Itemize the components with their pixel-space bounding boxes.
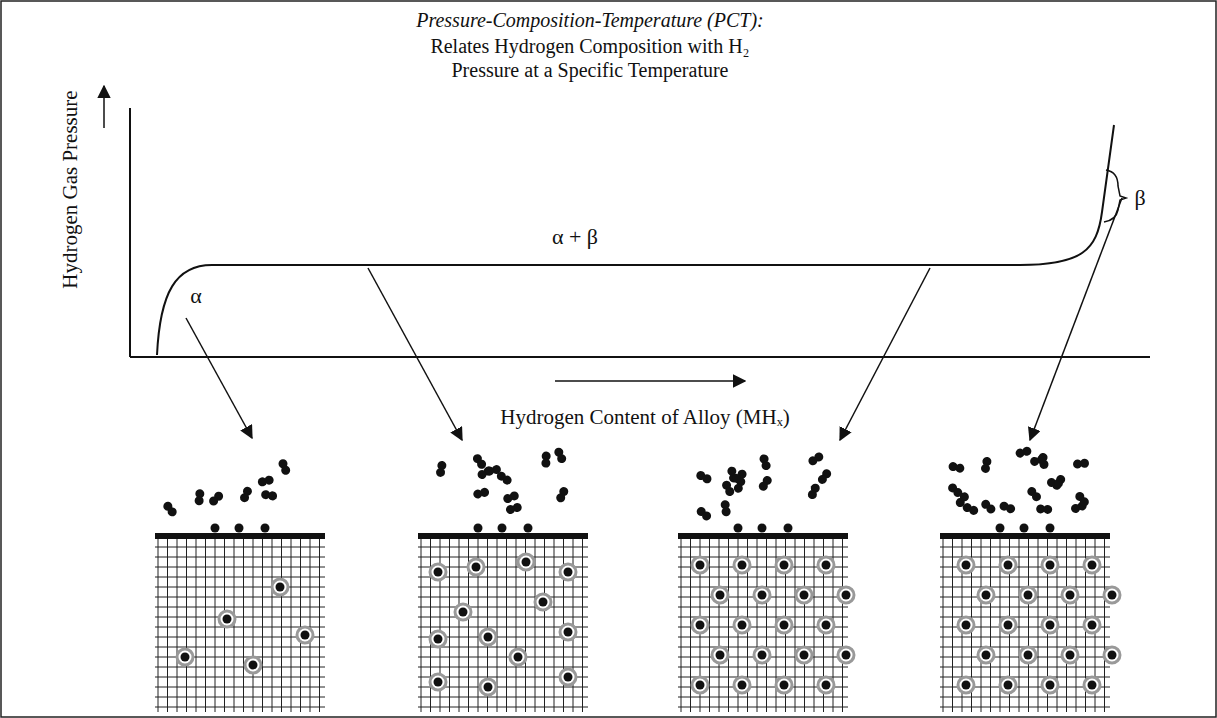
axis-arrow xyxy=(555,380,745,382)
subtitle: Relates Hydrogen Composition with H₂ Pre… xyxy=(425,34,755,82)
axis-label: Hydrogen Gas Pressure xyxy=(57,91,82,289)
pct-curve xyxy=(157,125,1114,355)
phase-label: β xyxy=(1134,185,1145,211)
lattice xyxy=(418,446,588,712)
leader-arrows xyxy=(186,198,1122,440)
diagram-title: Pressure-Composition-Temperature (PCT): xyxy=(416,8,764,32)
axis-arrow xyxy=(103,86,105,128)
y-axis xyxy=(129,108,131,357)
x-axis xyxy=(130,356,1150,358)
lattice xyxy=(940,446,1120,712)
axis-label: Hydrogen Content of Alloy (MHₓ) xyxy=(500,405,790,430)
lattice xyxy=(678,451,854,712)
metal-lattices xyxy=(155,446,1120,712)
phase-label: α + β xyxy=(552,224,598,250)
phase-label: α xyxy=(190,283,202,309)
beta-bracket xyxy=(1104,170,1126,222)
lattice xyxy=(155,458,325,712)
